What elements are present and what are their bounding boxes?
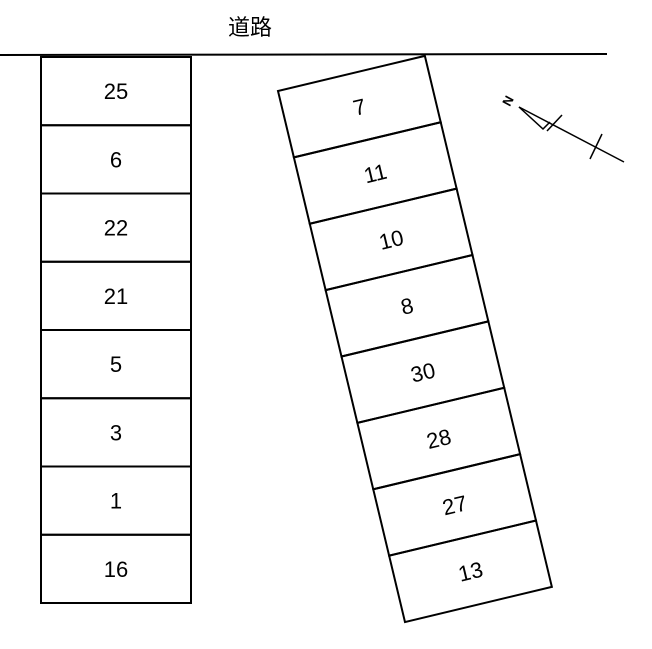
slot-number: 27 bbox=[440, 490, 470, 520]
slot-number: 21 bbox=[104, 284, 128, 309]
north-arrow-icon: N bbox=[499, 93, 625, 163]
slot-number: 10 bbox=[376, 225, 406, 255]
slot-number: 30 bbox=[408, 358, 438, 388]
slot-number: 28 bbox=[424, 424, 454, 454]
slot-number: 11 bbox=[361, 159, 389, 189]
right-parking-column: 7 11 10 8 30 28 27 13 bbox=[276, 54, 554, 624]
slot-number: 5 bbox=[110, 352, 122, 377]
road-line bbox=[0, 53, 608, 56]
slot-number: 16 bbox=[104, 557, 128, 582]
compass-label: N bbox=[499, 93, 517, 108]
left-parking-column: 25 6 22 21 5 3 1 16 bbox=[40, 56, 192, 604]
road-label: 道路 bbox=[228, 15, 272, 40]
slot-number: 25 bbox=[104, 79, 128, 104]
slot-number: 8 bbox=[398, 293, 416, 320]
slot-number: 7 bbox=[351, 94, 369, 121]
parking-slot bbox=[40, 533, 192, 604]
slot-number: 1 bbox=[110, 489, 122, 514]
parking-slot bbox=[387, 519, 554, 624]
slot-number: 6 bbox=[110, 147, 122, 172]
slot-number: 3 bbox=[110, 420, 122, 445]
slot-number: 13 bbox=[456, 557, 486, 587]
slot-number: 22 bbox=[104, 216, 128, 241]
